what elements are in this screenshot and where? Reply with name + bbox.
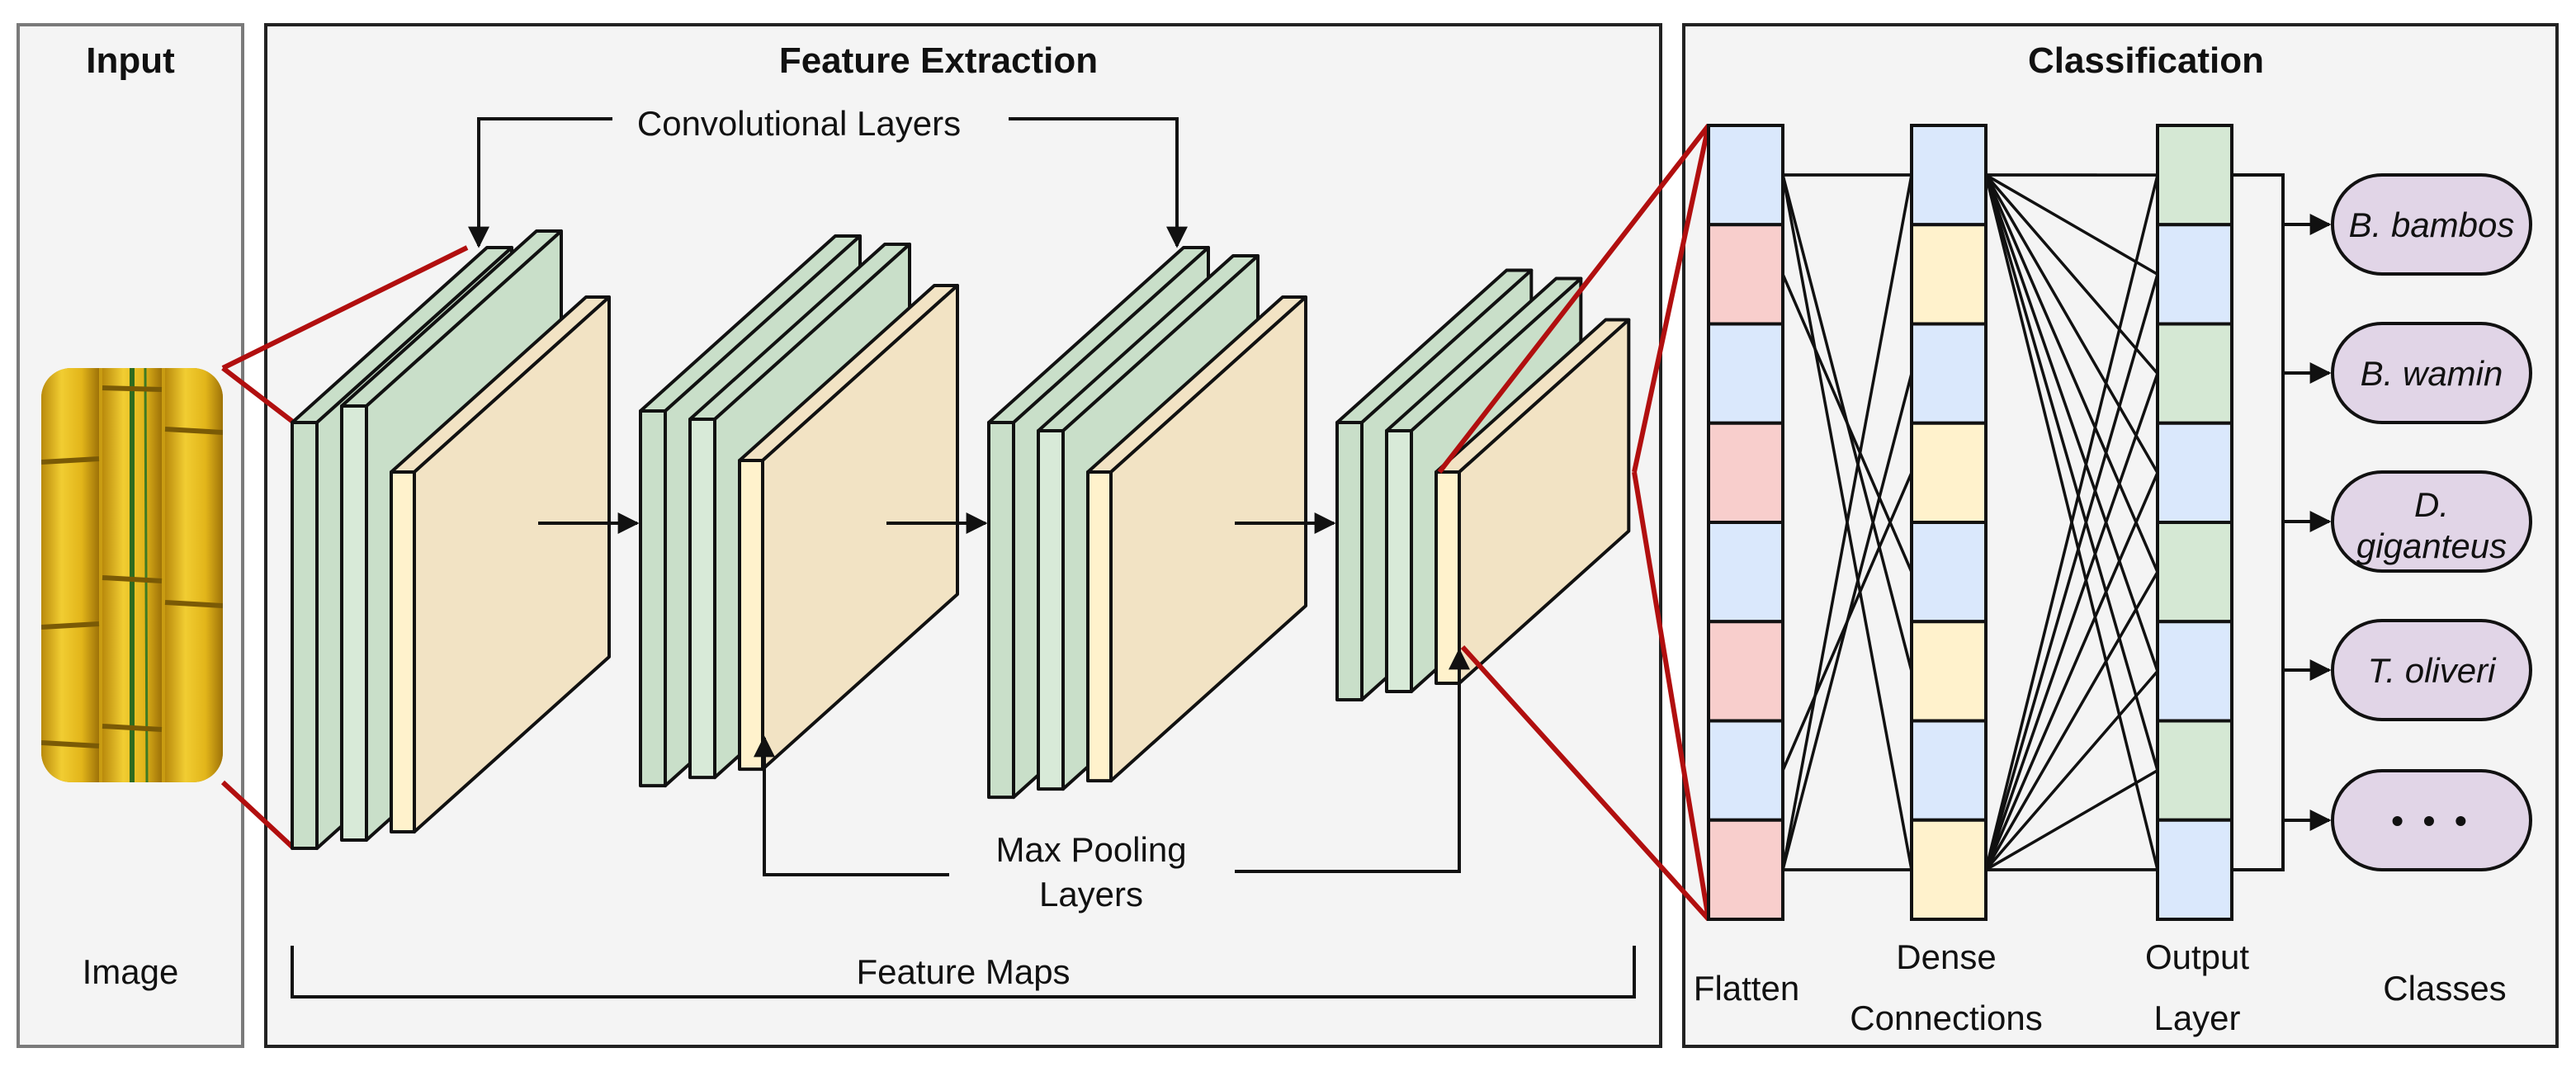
input-image-label: Image xyxy=(83,952,179,991)
class-node xyxy=(2331,619,2532,721)
feature-extraction-title: Feature Extraction xyxy=(779,40,1098,81)
output-node xyxy=(2156,421,2233,524)
dense-node xyxy=(1910,223,1988,326)
dense-output-edge xyxy=(1984,472,2159,871)
flatten-node xyxy=(1707,421,1784,524)
dense-label-line1: Dense xyxy=(1896,937,1996,976)
pool-layers-label-line1: Max Pooling xyxy=(995,830,1186,869)
conv-bracket-left xyxy=(468,117,612,248)
class-label: giganteus xyxy=(2356,526,2507,565)
pooling-layer-slab xyxy=(390,295,611,833)
feature-map-stack-3 xyxy=(987,246,1307,800)
output-layer xyxy=(2156,124,2233,921)
flatten-node xyxy=(1707,719,1784,822)
dense-node xyxy=(1910,818,1988,921)
class-label: B. bambos xyxy=(2349,205,2515,244)
feature-maps-label: Feature Maps xyxy=(856,952,1070,991)
pool-layers-label-line2: Layers xyxy=(1039,875,1143,914)
output-node xyxy=(2156,322,2233,425)
flatten-dense-edge xyxy=(1781,472,1913,772)
dense-node xyxy=(1910,719,1988,822)
class-label: B. wamin xyxy=(2361,354,2503,393)
class-label: T. oliveri xyxy=(2368,651,2498,690)
pool-bracket-right xyxy=(1235,648,1470,873)
zoom-line-flatten-mid xyxy=(1632,125,1711,473)
flatten-node xyxy=(1707,223,1784,326)
flatten-dense-edge xyxy=(1781,174,1913,871)
pooling-layer-slab xyxy=(1086,295,1307,783)
dense-output-edge xyxy=(1984,174,2159,871)
pooling-layer-slab xyxy=(1435,318,1631,685)
flatten-node xyxy=(1707,620,1784,723)
classification-title: Classification xyxy=(2028,40,2264,81)
zoom-line-flatten-bottom xyxy=(1460,644,1711,922)
conv-bracket-right xyxy=(1009,117,1188,248)
class-node xyxy=(2331,322,2532,424)
zoom-line-image-top xyxy=(221,366,295,425)
dense-node xyxy=(1910,322,1988,425)
class-node xyxy=(2331,769,2532,871)
flatten-label: Flatten xyxy=(1694,969,1799,1008)
class-label: • • • xyxy=(2391,801,2471,840)
class-node xyxy=(2331,173,2532,276)
output-node xyxy=(2156,521,2233,624)
flatten-node xyxy=(1707,124,1784,227)
dense-output-edge xyxy=(1984,173,2159,375)
dense-output-edge xyxy=(1985,769,2158,871)
flatten-layer xyxy=(1707,124,1784,921)
dense-output-edge xyxy=(1984,571,2159,871)
dense-output-edge xyxy=(1984,174,2159,672)
dense-output-edge xyxy=(1985,173,2158,276)
network-layers xyxy=(1707,124,2233,921)
output-node xyxy=(2156,620,2233,723)
output-node xyxy=(2156,818,2233,921)
dense-output-edge xyxy=(1984,670,2159,871)
feature-map-stack-1 xyxy=(291,229,611,850)
feature-map-stack-4 xyxy=(1335,268,1631,701)
dense-output-edge xyxy=(1984,174,2159,772)
dense-node xyxy=(1910,620,1988,723)
network-connections xyxy=(1781,173,2159,871)
dense-output-edge xyxy=(1984,174,2159,573)
flatten-node xyxy=(1707,818,1784,921)
conv-layers-label: Convolutional Layers xyxy=(637,104,961,143)
dense-output-edge xyxy=(1984,273,2159,871)
dense-layer xyxy=(1910,124,1988,921)
dense-node xyxy=(1910,521,1988,624)
class-node xyxy=(2331,470,2532,573)
zoom-line-image-top-right xyxy=(221,245,469,371)
feature-map-stack-2 xyxy=(639,234,959,788)
output-node xyxy=(2156,124,2233,227)
dense-output-edge xyxy=(1984,373,2159,871)
output-node xyxy=(2156,719,2233,822)
output-node xyxy=(2156,223,2233,326)
dense-label-line2: Connections xyxy=(1850,999,2042,1037)
output-label-line1: Output xyxy=(2145,937,2249,976)
dense-node xyxy=(1910,421,1988,524)
zoom-line-flatten-top xyxy=(1437,124,1711,474)
zoom-line-image-bottom xyxy=(220,780,296,851)
classes-label: Classes xyxy=(2383,969,2506,1008)
dense-node xyxy=(1910,124,1988,227)
feature-map-stacks xyxy=(291,229,1631,850)
output-label-line2: Layer xyxy=(2153,999,2240,1037)
flatten-node xyxy=(1707,322,1784,425)
dense-output-edge xyxy=(1984,174,2159,474)
class-label: D. xyxy=(2414,485,2449,524)
feature-maps-bracket xyxy=(291,946,1636,999)
pooling-layer-slab xyxy=(738,284,959,772)
pool-bracket-left xyxy=(754,735,949,876)
zoom-line-flatten-right xyxy=(1632,471,1711,920)
bamboo-photo-icon xyxy=(41,368,223,782)
input-title: Input xyxy=(86,40,175,81)
flatten-node xyxy=(1707,521,1784,624)
